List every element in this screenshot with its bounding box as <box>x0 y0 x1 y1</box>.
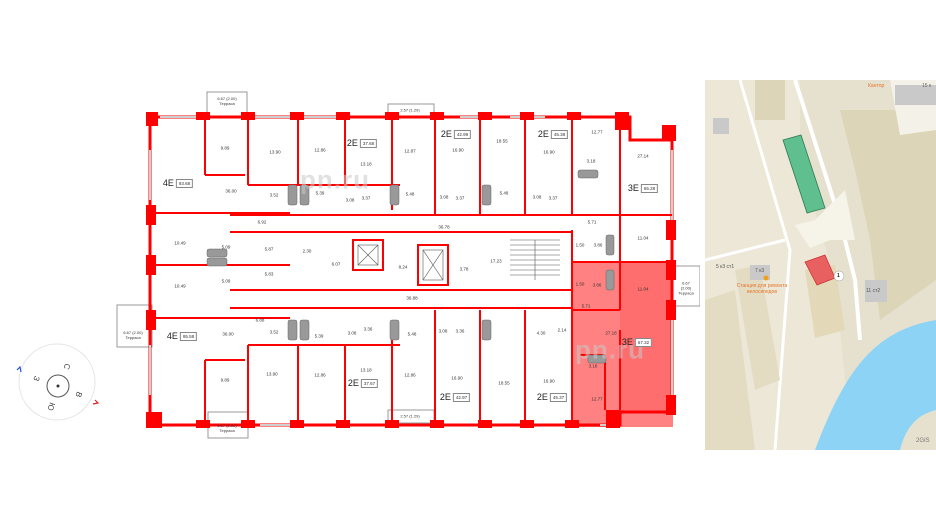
map-label-15k: 15 к <box>922 83 932 89</box>
location-map[interactable]: Кантор 15 к 7 к3 5 к3 ст1 11 ст2 Станция… <box>705 80 936 450</box>
map-canvas <box>705 80 936 450</box>
selected-apartment-highlight <box>573 262 673 427</box>
map-marker-number[interactable]: 1 <box>837 273 840 279</box>
map-poi-bike-repair[interactable]: Станция для ремонта велосипедов <box>736 283 788 295</box>
map-provider-logo[interactable]: 2GIS <box>916 438 930 444</box>
terrace-label: 2.57 (1.29) <box>400 413 420 419</box>
compass: С В Ю З <box>15 340 100 425</box>
map-label-11st2: 11 ст2 <box>866 288 881 294</box>
map-label-5k3: 5 к3 ст1 <box>716 264 735 270</box>
map-label-7k3: 7 к3 <box>755 268 765 274</box>
terrace-label: 2.57 (1.29) <box>400 107 420 113</box>
terrace-label: 6.67 (2.00)Терраса <box>123 330 143 340</box>
terrace-label: 6.67 (2.00)Терраса <box>678 280 694 296</box>
terrace-label: 6.67 (2.00)Терраса <box>217 96 237 106</box>
terrace-label: 6.67 (2.00)Терраса <box>217 423 237 433</box>
map-label-kantor: Кантор <box>868 83 885 89</box>
compass-icon <box>16 343 100 421</box>
floor-plan-walls <box>116 91 700 439</box>
